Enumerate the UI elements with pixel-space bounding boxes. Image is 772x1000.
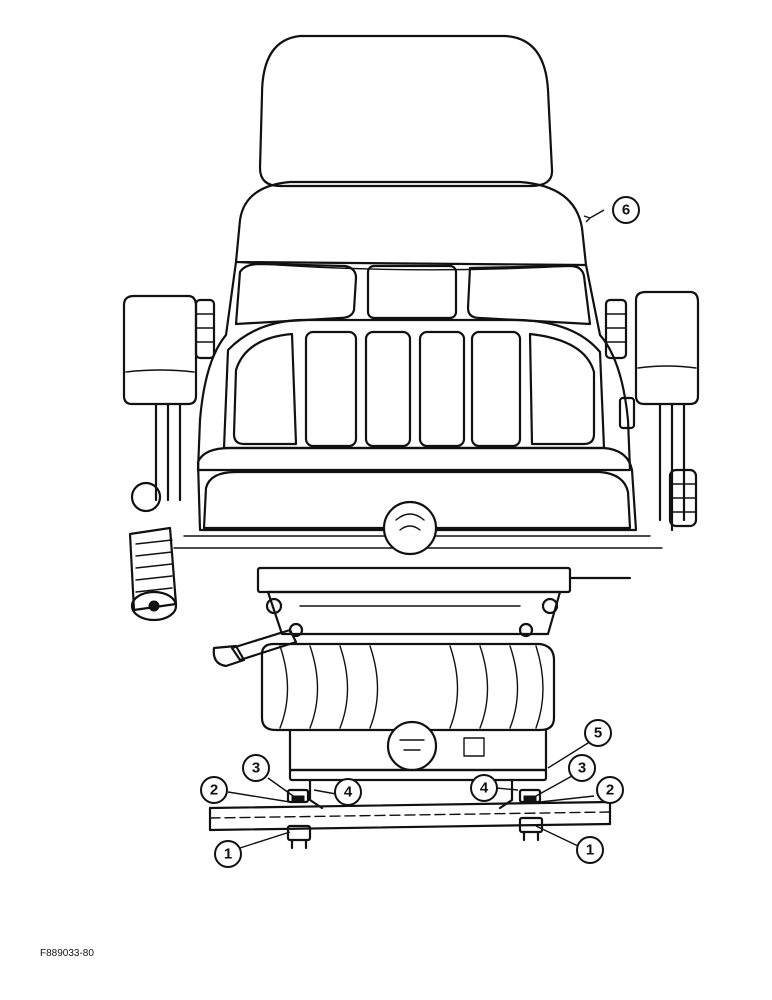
mounting-rail (208, 800, 612, 832)
armrest-right (604, 290, 700, 532)
callout-5: 5 (584, 719, 612, 747)
backrest-upper (234, 180, 588, 271)
callout-1-right-label: 1 (586, 842, 594, 859)
armrest-left (122, 294, 216, 502)
callout-6-label: 6 (622, 202, 630, 219)
height-lever (212, 628, 298, 668)
callout-2-left: 2 (200, 776, 228, 804)
leader-lines (227, 209, 605, 849)
callout-3-right: 3 (568, 754, 596, 782)
left-adjuster (128, 481, 178, 622)
callout-2-left-label: 2 (210, 782, 218, 799)
callout-1-left-label: 1 (224, 846, 232, 863)
callout-1-right: 1 (576, 836, 604, 864)
seat-cushion (173, 446, 663, 549)
callout-5-label: 5 (594, 725, 602, 742)
slide-assembly (256, 566, 632, 638)
backrest (196, 260, 632, 472)
headrest (258, 34, 554, 188)
callout-2-right: 2 (596, 776, 624, 804)
figure-id: F889033-80 (40, 948, 94, 959)
callout-4-left-label: 4 (344, 784, 353, 801)
callout-3-right-label: 3 (578, 760, 586, 777)
callout-4-left: 4 (334, 778, 362, 806)
lower-knob (386, 720, 438, 772)
right-mount-hardware (518, 788, 544, 842)
weight-adjust-knob (382, 500, 438, 556)
callout-2-right-label: 2 (606, 782, 614, 799)
callout-4-right: 4 (470, 774, 498, 802)
callout-3-left: 3 (242, 754, 270, 782)
left-mount-hardware (286, 788, 312, 850)
callout-1-left: 1 (214, 840, 242, 868)
callout-4-right-label: 4 (480, 780, 489, 797)
callout-6: 6 (612, 196, 640, 224)
callout-3-left-label: 3 (252, 760, 260, 777)
